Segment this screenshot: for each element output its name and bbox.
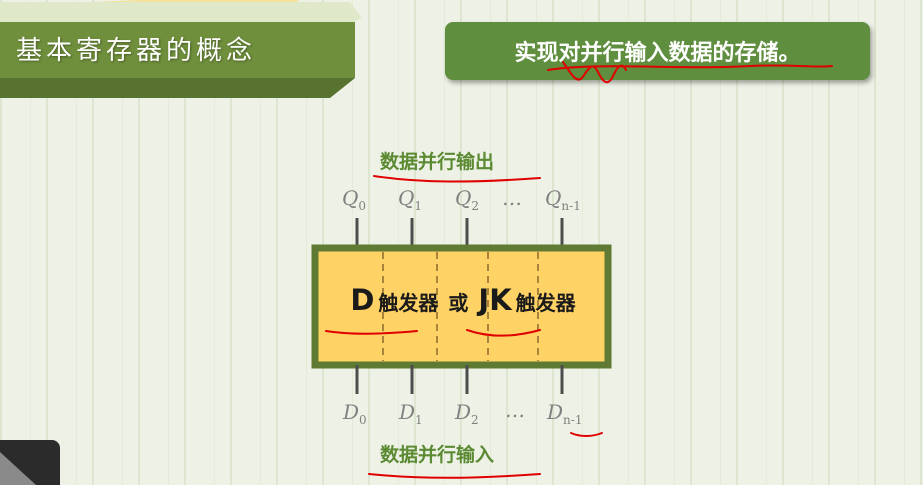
title-band-dark [0, 22, 355, 78]
flipflop-label: D 触发器 或 JK 触发器 [318, 283, 608, 317]
block-d: D [350, 283, 375, 317]
pin-d0: D0 [343, 400, 367, 427]
block-trigger-2: 触发器 [515, 291, 576, 315]
pin-q2: Q2 [455, 186, 480, 213]
block-dividers [382, 252, 539, 361]
output-label: 数据并行输出 [380, 151, 495, 173]
slide-title: 基本寄存器的概念 [16, 36, 257, 66]
pin-d2: D2 [455, 400, 479, 427]
pin-d1: D1 [399, 400, 423, 427]
pin-qn: Qn-1 [545, 186, 581, 213]
pin-dn: Dn-1 [547, 400, 583, 427]
title-band-shadow [0, 78, 355, 98]
input-pins [355, 365, 564, 394]
pin-ellipsis-top: … [502, 186, 522, 210]
flipflop-block [311, 244, 612, 369]
pin-ellipsis-bottom: … [505, 398, 525, 422]
input-label: 数据并行输入 [380, 444, 495, 466]
block-trigger-1: 触发器 [378, 291, 439, 315]
block-jk: JK [478, 283, 512, 317]
corner-overlay [0, 440, 60, 485]
pin-q0: Q0 [342, 186, 367, 213]
pin-q1: Q1 [398, 186, 423, 213]
output-pins [355, 218, 564, 248]
block-or: 或 [448, 291, 469, 315]
play-triangle-icon [0, 452, 36, 485]
